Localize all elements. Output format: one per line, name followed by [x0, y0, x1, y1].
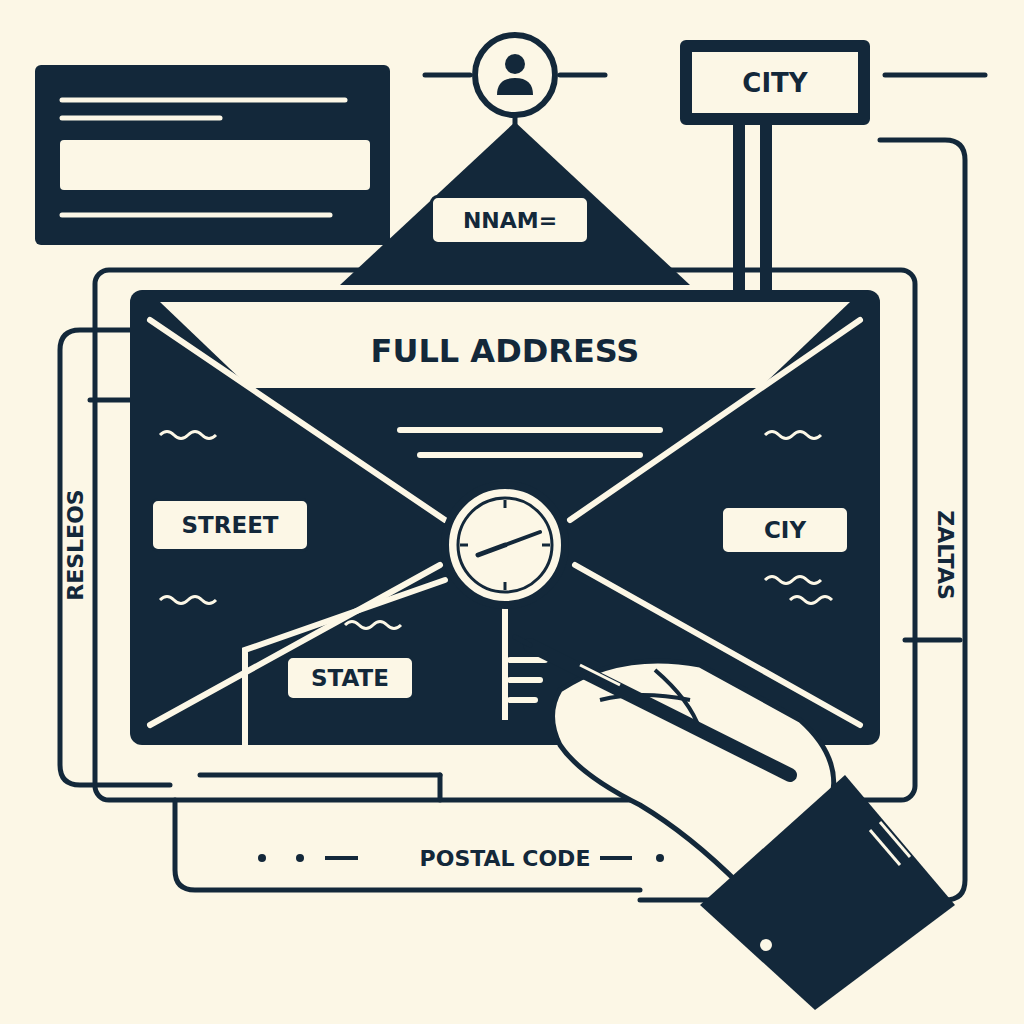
field-box: STATE [285, 655, 415, 701]
field-box: CIY [720, 505, 850, 555]
node-text: FULL ADDRESS [371, 332, 640, 370]
node-text: STATE [311, 665, 389, 691]
city-sign: CITY [680, 40, 870, 125]
postal-code-label: POSTAL CODE [414, 846, 597, 871]
name-tag: NNAM= [430, 195, 590, 245]
node-text: CITY [742, 68, 807, 98]
envelope: FULL ADDRESS STREET CIY STATE [130, 290, 880, 745]
node-text: CIY [764, 517, 806, 543]
side-label: ZALTAS [933, 510, 958, 600]
node-text: NNAM= [463, 208, 557, 233]
field-box: STREET [150, 498, 310, 552]
node-text: STREET [181, 512, 278, 538]
side-label: RESLEOS [63, 489, 88, 600]
